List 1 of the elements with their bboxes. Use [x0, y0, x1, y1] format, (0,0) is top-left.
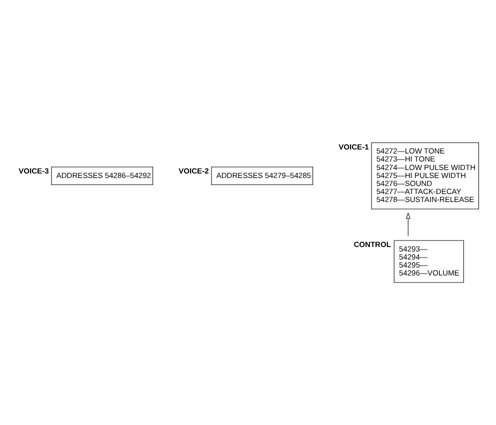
arrow — [406, 212, 410, 236]
